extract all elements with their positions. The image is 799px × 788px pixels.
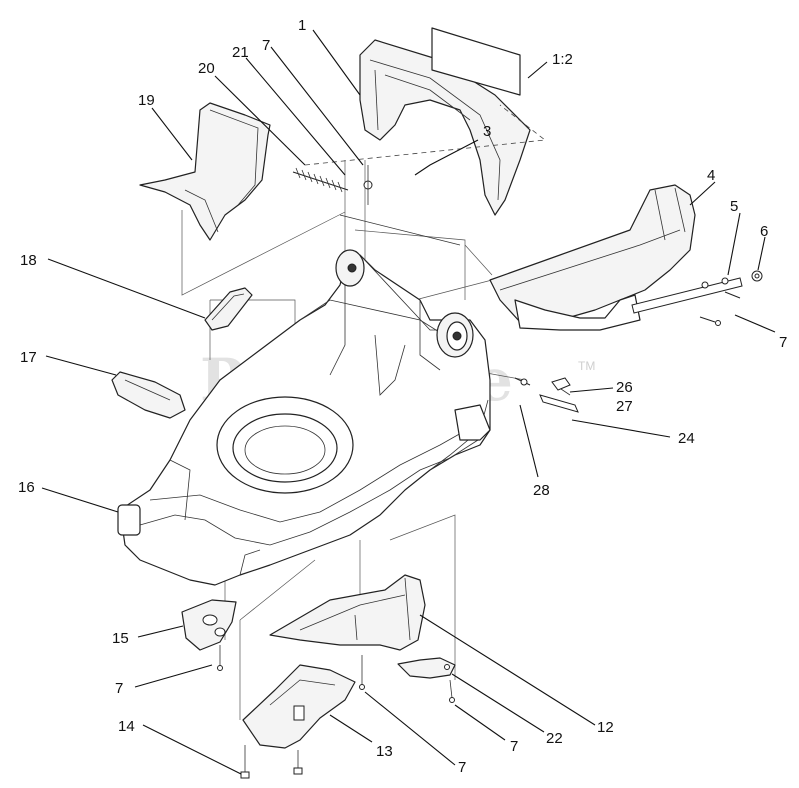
part-7-screw-lower-b	[359, 655, 365, 690]
callout-17: 17	[20, 349, 37, 366]
part-17-mulch-plug	[111, 371, 186, 419]
callout-7-top: 7	[262, 37, 270, 54]
callout-14: 14	[118, 718, 135, 735]
part-20-spring	[292, 167, 349, 193]
part-16-deck-housing	[117, 254, 491, 586]
part-7-screw-lower-a	[293, 750, 303, 775]
callout-7-bottom-right: 7	[510, 738, 518, 755]
rear-axle-bracket	[454, 404, 491, 441]
callout-18: 18	[20, 252, 37, 269]
callout-15: 15	[112, 630, 129, 647]
part-26-27-hardware	[551, 377, 571, 391]
part-21-rod	[363, 165, 373, 205]
part-5-hinge-rod	[631, 277, 743, 314]
part-22-bracket	[397, 657, 456, 679]
callout-7-bottom-mid: 7	[458, 759, 466, 776]
part-28-washer	[514, 377, 531, 386]
callout-20: 20	[198, 60, 215, 77]
part-7-screw-hinge	[699, 291, 741, 326]
callout-22: 22	[546, 730, 563, 747]
part-7-screw-lower-c	[449, 679, 455, 703]
callout-19: 19	[138, 92, 155, 109]
callout-1: 1	[298, 17, 306, 34]
callout-6: 6	[760, 223, 768, 240]
callout-28: 28	[533, 482, 550, 499]
part-19-front-flap	[139, 102, 271, 241]
callouts: 1 1:2 3 4 5 6 7 7 7 7 7 12 13 14 15 16 1…	[18, 17, 787, 776]
callout-5: 5	[730, 198, 738, 215]
callout-26: 26	[616, 379, 633, 396]
part-15-front-bracket	[181, 599, 237, 671]
part-14-screw	[240, 745, 250, 779]
callout-13: 13	[376, 743, 393, 760]
callout-7-left: 7	[115, 680, 123, 697]
part-13-lower-baffle	[242, 664, 356, 749]
callout-16: 16	[18, 479, 35, 496]
callout-27: 27	[616, 398, 633, 415]
deck-wheel-mount-left	[335, 249, 365, 287]
part-3-rod	[339, 214, 461, 246]
callout-1-2: 1:2	[552, 51, 573, 68]
part-4-side-chute	[489, 184, 696, 331]
callout-12: 12	[597, 719, 614, 736]
part-18-seal	[204, 287, 253, 331]
watermark-tm: TM	[578, 359, 595, 373]
part-12-baffle	[269, 574, 426, 651]
callout-4: 4	[707, 167, 715, 184]
part-1-rear-flap-frame	[304, 39, 547, 216]
callout-7-hinge: 7	[779, 334, 787, 351]
callout-3: 3	[483, 123, 491, 140]
part-1-2-decal	[431, 27, 521, 96]
callout-24: 24	[678, 430, 695, 447]
leader-lines	[41, 29, 776, 775]
part-6-e-clip	[751, 270, 763, 282]
callout-21: 21	[232, 44, 249, 61]
deck-wheel-mount-right	[436, 312, 474, 358]
